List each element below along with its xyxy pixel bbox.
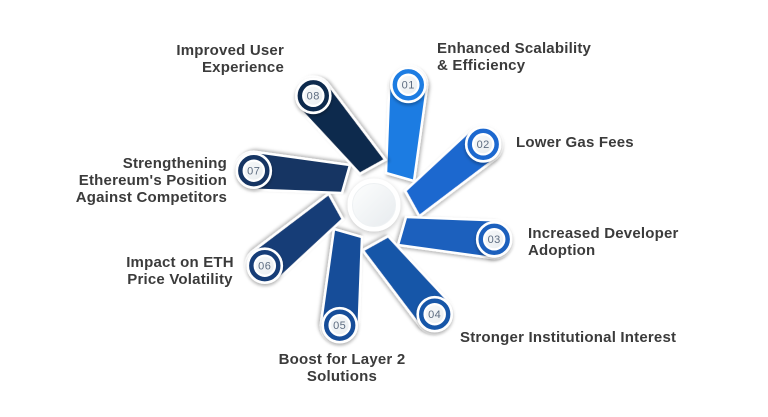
badge-08: 08 bbox=[294, 77, 332, 115]
badge-07: 07 bbox=[235, 152, 273, 189]
label-improved-user-experience: Improved User Experience bbox=[176, 42, 284, 76]
label-stronger-institutional-interest: Stronger Institutional Interest bbox=[460, 329, 677, 346]
label-boost-layer2-solutions: Boost for Layer 2 Solutions bbox=[278, 351, 406, 385]
badge-number-03: 03 bbox=[488, 234, 501, 246]
badge-number-05: 05 bbox=[333, 320, 346, 332]
badge-05: 05 bbox=[321, 306, 359, 344]
badge-number-04: 04 bbox=[428, 309, 441, 321]
badge-01: 01 bbox=[389, 66, 427, 104]
badge-number-08: 08 bbox=[307, 91, 320, 103]
center-hub bbox=[347, 178, 401, 232]
badge-number-01: 01 bbox=[402, 80, 415, 92]
label-enhanced-scalability: Enhanced Scalability & Efficiency bbox=[437, 40, 592, 74]
badge-02: 02 bbox=[464, 126, 502, 163]
badge-03: 03 bbox=[475, 221, 513, 258]
badge-number-06: 06 bbox=[258, 261, 271, 273]
label-impact-eth-price-volatility: Impact on ETH Price Volatility bbox=[126, 254, 234, 288]
label-increased-developer-adoption: Increased Developer Adoption bbox=[528, 225, 679, 259]
badge-number-07: 07 bbox=[247, 166, 260, 178]
label-lower-gas-fees: Lower Gas Fees bbox=[516, 134, 634, 151]
badge-04: 04 bbox=[416, 295, 454, 333]
badge-06: 06 bbox=[246, 247, 284, 285]
label-strengthening-position: Strengthening Ethereum's Position Agains… bbox=[75, 155, 227, 206]
badge-number-02: 02 bbox=[477, 139, 490, 151]
